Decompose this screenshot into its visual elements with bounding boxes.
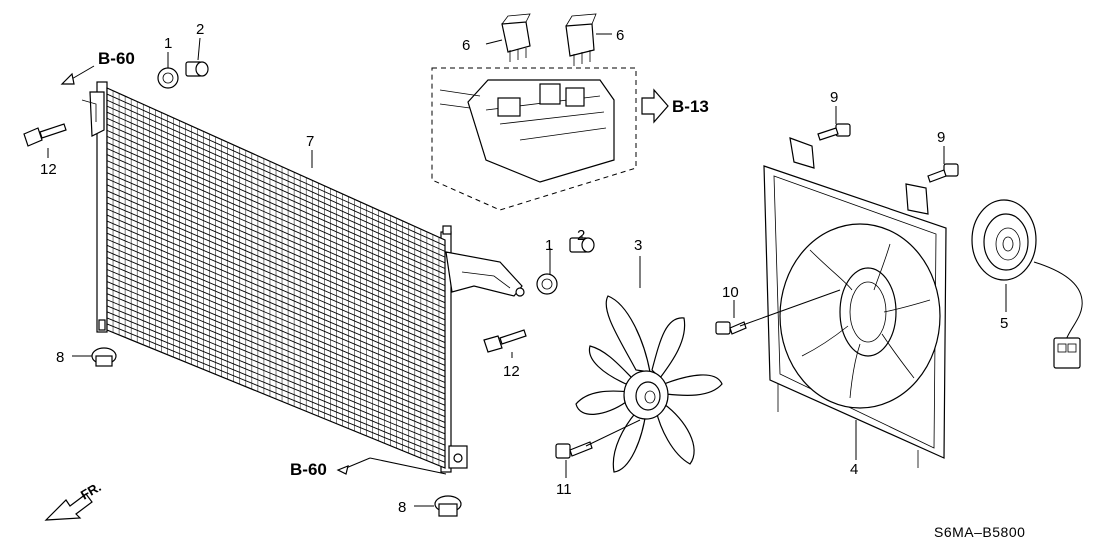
bolt-mid-12 <box>483 329 527 353</box>
callout-1-mid: 1 <box>545 237 553 254</box>
callout-12-mid: 12 <box>503 363 520 380</box>
arrow-b13[interactable] <box>641 88 669 124</box>
bolt-9-right <box>927 163 959 183</box>
callout-9-top: 9 <box>830 89 838 106</box>
callout-7: 7 <box>306 133 314 150</box>
callout-3: 3 <box>634 237 642 254</box>
callout-6-right: 6 <box>616 27 624 44</box>
callout-8-left: 8 <box>56 349 64 366</box>
bolt-9-top <box>817 123 851 141</box>
callout-6-left: 6 <box>462 37 470 54</box>
bolt-11 <box>555 441 593 459</box>
front-arrow-icon <box>44 493 93 521</box>
relay-box <box>431 67 637 211</box>
callout-8-bottom: 8 <box>398 499 406 516</box>
callout-11: 11 <box>556 481 572 498</box>
callout-2-mid: 2 <box>577 227 585 244</box>
collar-mid <box>569 237 595 253</box>
arrow-b60-top <box>60 65 95 85</box>
callout-1-top: 1 <box>164 35 172 52</box>
cushion-top <box>157 67 179 89</box>
ref-b60-bottom[interactable]: B-60 <box>290 460 327 479</box>
mount-rubber-left <box>91 347 117 367</box>
relay-right <box>565 13 597 66</box>
condenser <box>81 81 525 473</box>
diagram-code: S6MA–B5800 <box>934 524 1025 540</box>
callout-2-top: 2 <box>196 21 204 38</box>
bolt-left-12 <box>23 123 67 147</box>
ref-b13[interactable]: B-13 <box>672 97 709 116</box>
callout-5: 5 <box>1000 315 1008 332</box>
fan-motor <box>971 199 1083 369</box>
bolt-10 <box>715 321 747 335</box>
callout-10: 10 <box>722 284 739 301</box>
collar-top <box>185 61 209 77</box>
relay-left <box>501 13 531 62</box>
arrow-b60-bottom <box>336 465 349 475</box>
fan-shroud <box>763 137 947 468</box>
leader-lines <box>47 33 1007 507</box>
condenser-core-fins <box>112 90 440 466</box>
cushion-mid <box>536 273 558 295</box>
callout-12-left: 12 <box>40 161 57 178</box>
callout-9-right: 9 <box>937 129 945 146</box>
ref-b60-top[interactable]: B-60 <box>98 49 135 68</box>
mount-rubber-bottom <box>434 495 462 517</box>
cooling-fan <box>575 295 723 473</box>
callout-4: 4 <box>850 461 858 478</box>
